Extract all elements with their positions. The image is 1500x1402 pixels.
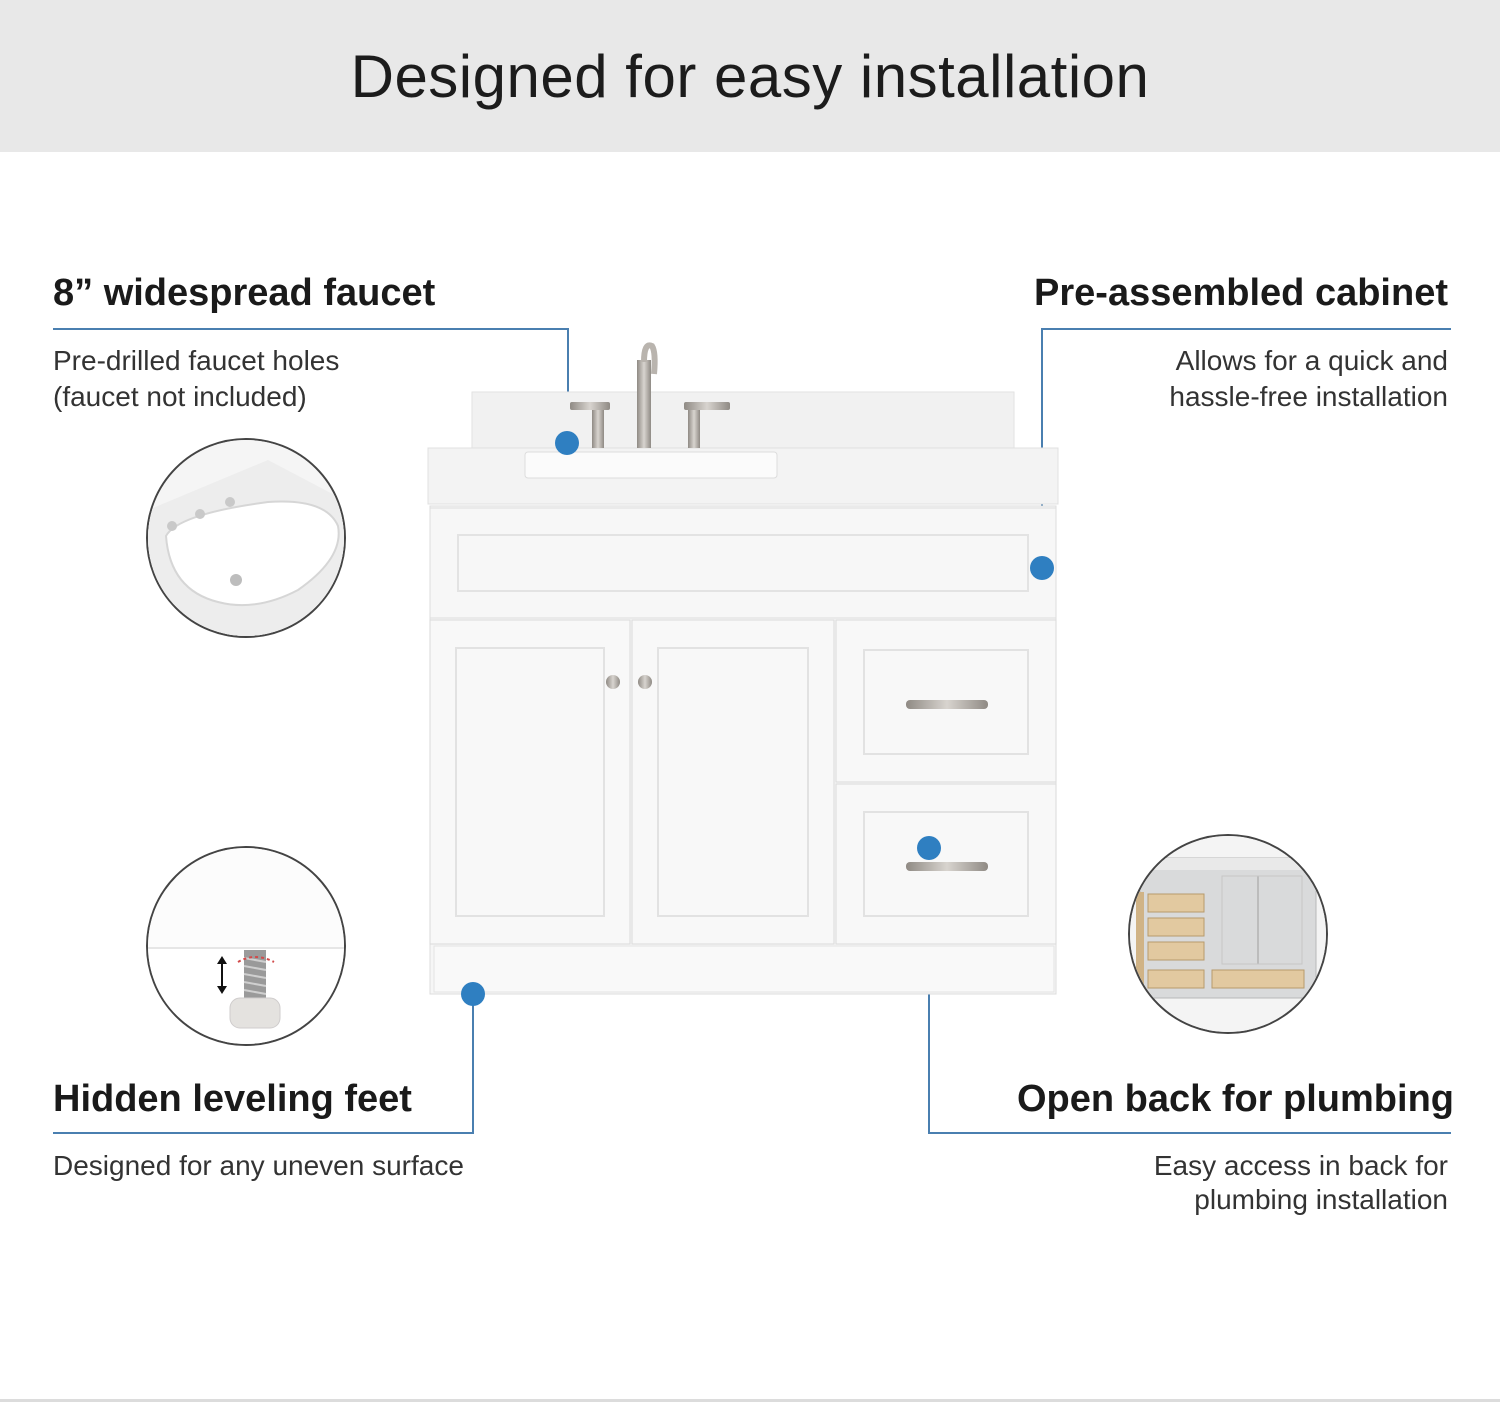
cabinet-callout-dot	[1030, 556, 1054, 580]
foot-detail-image	[148, 848, 344, 1044]
upper-drawer-handle	[906, 700, 988, 709]
faucet-title: 8” widespread faucet	[53, 272, 436, 314]
plumbing-callout-dot	[917, 836, 941, 860]
top-drawer-panel	[429, 507, 1057, 619]
faucet-desc-line2: (faucet not included)	[53, 381, 307, 412]
toe-kick	[433, 945, 1055, 993]
faucet-leader	[567, 328, 569, 444]
feet-callout-dot	[461, 982, 485, 1006]
faucet-callout-dot	[555, 431, 579, 455]
cabinet-title: Pre-assembled cabinet	[1034, 272, 1448, 314]
left-door	[429, 619, 631, 945]
openback-detail-bubble	[1128, 834, 1328, 1034]
faucet-rule	[53, 328, 569, 330]
right-door	[631, 619, 835, 945]
faucet-desc-line1: Pre-drilled faucet holes	[53, 345, 340, 376]
cabinet-rule	[1041, 328, 1451, 330]
feet-title: Hidden leveling feet	[53, 1078, 412, 1120]
plumbing-title: Open back for plumbing	[1016, 1078, 1454, 1120]
cabinet-desc-line2: hassle-free installation	[1169, 381, 1448, 412]
faucet-fixture	[570, 342, 730, 448]
lower-drawer-handle	[906, 862, 988, 871]
sink-basin	[524, 451, 778, 479]
cabinet-desc-line1: Allows for a quick and	[1175, 345, 1448, 376]
door-knob-left	[606, 675, 620, 689]
bottom-border	[0, 1399, 1500, 1402]
feet-leader	[472, 996, 474, 1134]
sink-detail-image	[148, 440, 344, 636]
page-title: Designed for easy installation	[350, 42, 1150, 110]
feet-rule	[53, 1132, 474, 1134]
openback-detail-image	[1130, 836, 1326, 1032]
header-banner: Designed for easy installation	[0, 0, 1500, 152]
plumbing-desc-line1: Easy access in back for	[1153, 1150, 1448, 1181]
feet-desc-line1: Designed for any uneven surface	[53, 1150, 464, 1181]
plumbing-rule	[928, 1132, 1451, 1134]
plumbing-desc-line2: plumbing installation	[1194, 1184, 1448, 1215]
sink-detail-bubble	[146, 438, 346, 638]
vanity-illustration	[427, 342, 1059, 995]
foot-detail-bubble	[146, 846, 346, 1046]
door-knob-right	[638, 675, 652, 689]
